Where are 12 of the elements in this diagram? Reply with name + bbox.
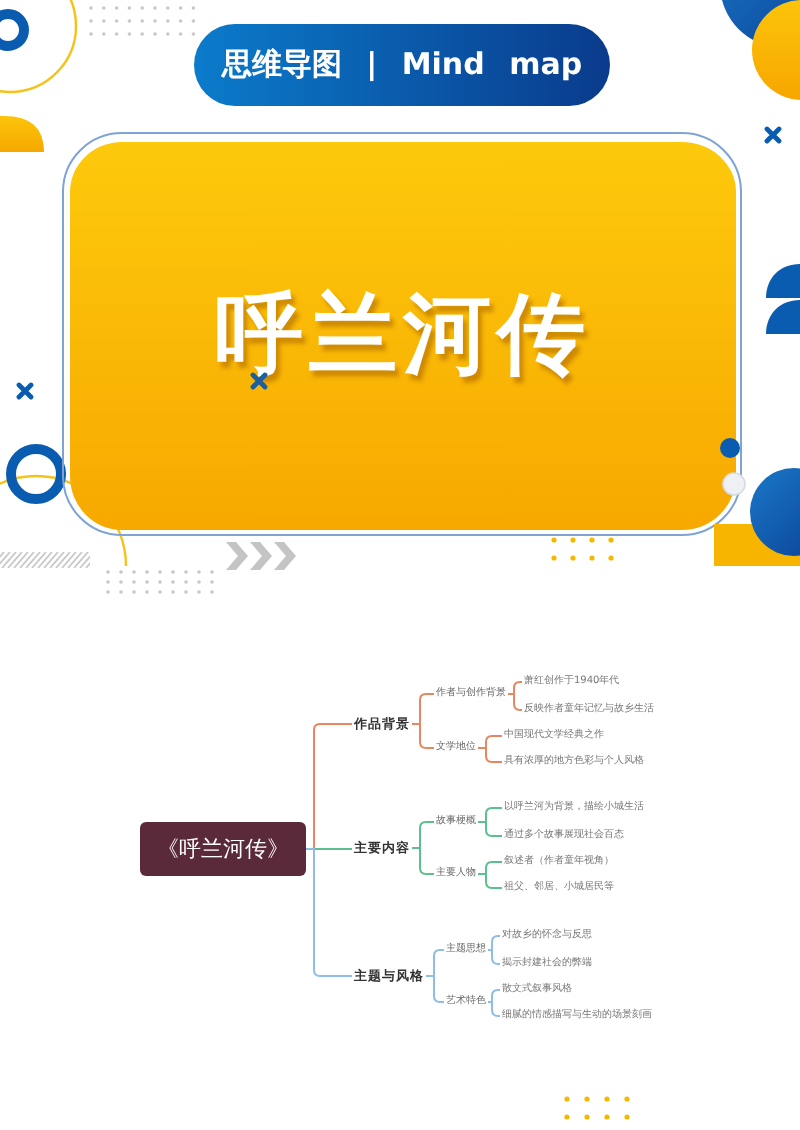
connector-line — [487, 989, 501, 1003]
connector-line — [507, 681, 523, 695]
header-banner: 思维导图 | Mind map — [194, 24, 610, 106]
connector-line — [305, 848, 353, 977]
connector-line — [487, 935, 501, 951]
connector-line — [487, 949, 501, 965]
title-card — [62, 132, 742, 536]
title-text: 呼兰河传 — [215, 292, 591, 380]
connector-line — [411, 847, 435, 875]
connector-line — [487, 1001, 501, 1017]
root-box: 《呼兰河传》 — [140, 822, 306, 876]
connector-line — [507, 693, 523, 711]
